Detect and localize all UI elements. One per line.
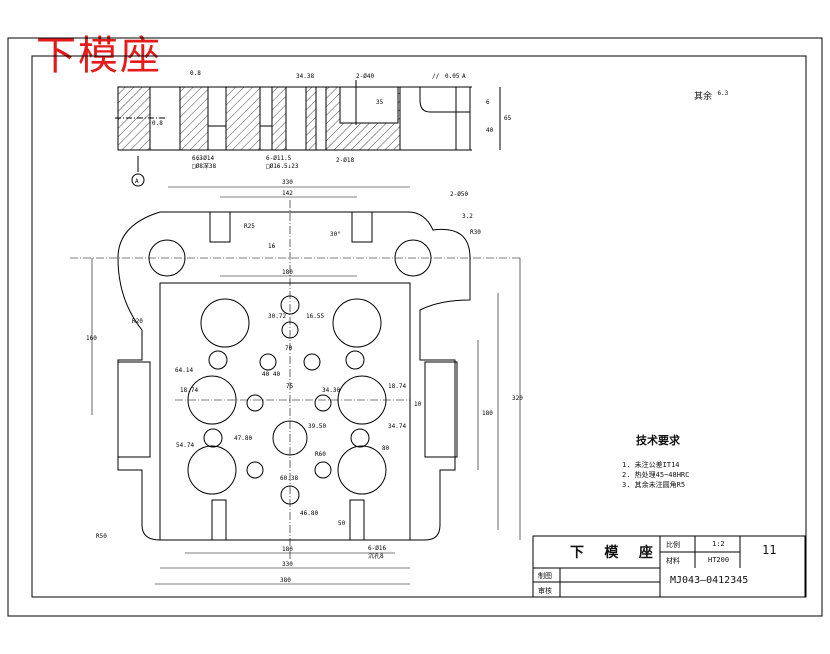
- sec-ra4: 3.2: [462, 213, 473, 220]
- dim-180-vertical: 180: [482, 410, 493, 417]
- dim-r20: R20: [132, 318, 143, 325]
- dim-1874b: 18.74: [388, 383, 406, 390]
- title-block-drawn-label: 制图: [538, 572, 552, 580]
- title-block-name: 下 模 座: [570, 545, 659, 561]
- tech-requirement-2: 2. 热处理45~48HRC: [622, 471, 690, 479]
- dim-320: 320: [512, 395, 523, 402]
- sec-dim-2d40: 2-Ø40: [356, 73, 374, 80]
- title-block-material-value: HT200: [708, 556, 730, 564]
- dim-380: 380: [280, 577, 291, 584]
- dim-80: 80: [382, 445, 390, 452]
- sec-dim-35: 35: [376, 99, 384, 106]
- sec-ra3: 6.3: [192, 155, 203, 162]
- dim-2d50: 2-Ø50: [450, 191, 468, 198]
- dim-75: 75: [286, 383, 294, 390]
- title-block: [532, 535, 806, 598]
- dim-16: 16: [268, 243, 276, 250]
- rest-roughness-label: 其余: [694, 92, 713, 102]
- dim-330-bottom: 330: [282, 561, 293, 568]
- sec-ra2: 0.8: [152, 120, 163, 127]
- outer-frame: [7, 37, 823, 617]
- title-block-material-label: 材料: [666, 557, 680, 565]
- dim-3072: 30.72: [268, 313, 286, 320]
- dim-180-mid: 180: [282, 269, 293, 276]
- dim-70: 70: [285, 345, 293, 352]
- title-block-drawing-number: MJ043—0412345: [670, 575, 749, 586]
- dimension-lines: [91, 186, 521, 585]
- center-lines: [70, 200, 520, 560]
- dim-1874a: 18.74: [180, 387, 198, 394]
- sec-hole-1: 6-Ø14: [196, 155, 214, 162]
- dim-142: 142: [282, 190, 293, 197]
- dim-6414: 64.14: [175, 367, 193, 374]
- sec-dim-3438: 34.38: [296, 73, 314, 80]
- sec-dim-40: 40: [486, 127, 494, 134]
- inner-frame: [31, 55, 807, 598]
- title-block-sheet-number: 11: [762, 543, 777, 557]
- dim-5474: 54.74: [176, 442, 194, 449]
- title-block-checked-label: 审核: [538, 587, 552, 595]
- sec-hole-1b: □Ø8深38: [192, 162, 216, 170]
- section-view: [115, 80, 501, 187]
- dim-4040: 40 40: [262, 371, 280, 378]
- dim-4780: 47.80: [234, 435, 252, 442]
- sec-tol-val: 0.05: [445, 73, 460, 80]
- dim-3950: 39.50: [308, 423, 326, 430]
- plan-view: [117, 211, 471, 541]
- dim-4680: 46.80: [300, 510, 318, 517]
- dim-counterbore: 沉孔8: [368, 552, 384, 560]
- title-block-scale-value: 1:2: [712, 540, 725, 548]
- dim-30deg: 30°: [330, 231, 341, 238]
- dim-50: 50: [338, 520, 346, 527]
- sec-a: A: [135, 178, 139, 185]
- dim-160: 160: [86, 335, 97, 342]
- sec-hole-2b: □Ø16.5↓23: [266, 163, 299, 170]
- sec-dim-65: 65: [504, 115, 512, 122]
- dim-r30: R30: [470, 229, 481, 236]
- dim-r50: R50: [96, 533, 107, 540]
- rest-roughness-value: 6.3: [717, 90, 729, 97]
- sec-hole-2: 6-Ø11.5: [266, 155, 292, 162]
- sec-ra1: 0.8: [190, 70, 201, 77]
- dim-6038: 60.38: [280, 475, 298, 482]
- tech-requirements-title: 技术要求: [636, 434, 680, 447]
- title-block-scale-label: 比例: [666, 541, 680, 549]
- dim-1655: 16.55: [306, 313, 324, 320]
- tech-requirement-3: 3. 其余未注圆角R5: [622, 481, 686, 489]
- dim-6d16: 6-Ø16: [368, 545, 386, 552]
- sec-tol-sym: //: [432, 73, 440, 80]
- dim-10: 10: [414, 401, 422, 408]
- rest-roughness-note: 其余 6.3: [694, 89, 728, 102]
- dim-180-low: 180: [282, 546, 293, 553]
- dim-3430: 34.30: [322, 387, 340, 394]
- sec-dim-6: 6: [486, 99, 490, 106]
- sec-hole-3: 2-Ø18: [336, 157, 354, 164]
- tech-requirement-1: 1. 未注公差IT14: [622, 461, 680, 469]
- dimension-texts: 330 142 180 180 330 380 R25 30° 16 R30 R…: [86, 70, 523, 584]
- dim-330-top: 330: [282, 179, 293, 186]
- sec-tol-ref: A: [462, 73, 466, 80]
- dim-r60: R60: [315, 451, 326, 458]
- dim-3474: 34.74: [388, 423, 406, 430]
- dim-r25: R25: [244, 223, 255, 230]
